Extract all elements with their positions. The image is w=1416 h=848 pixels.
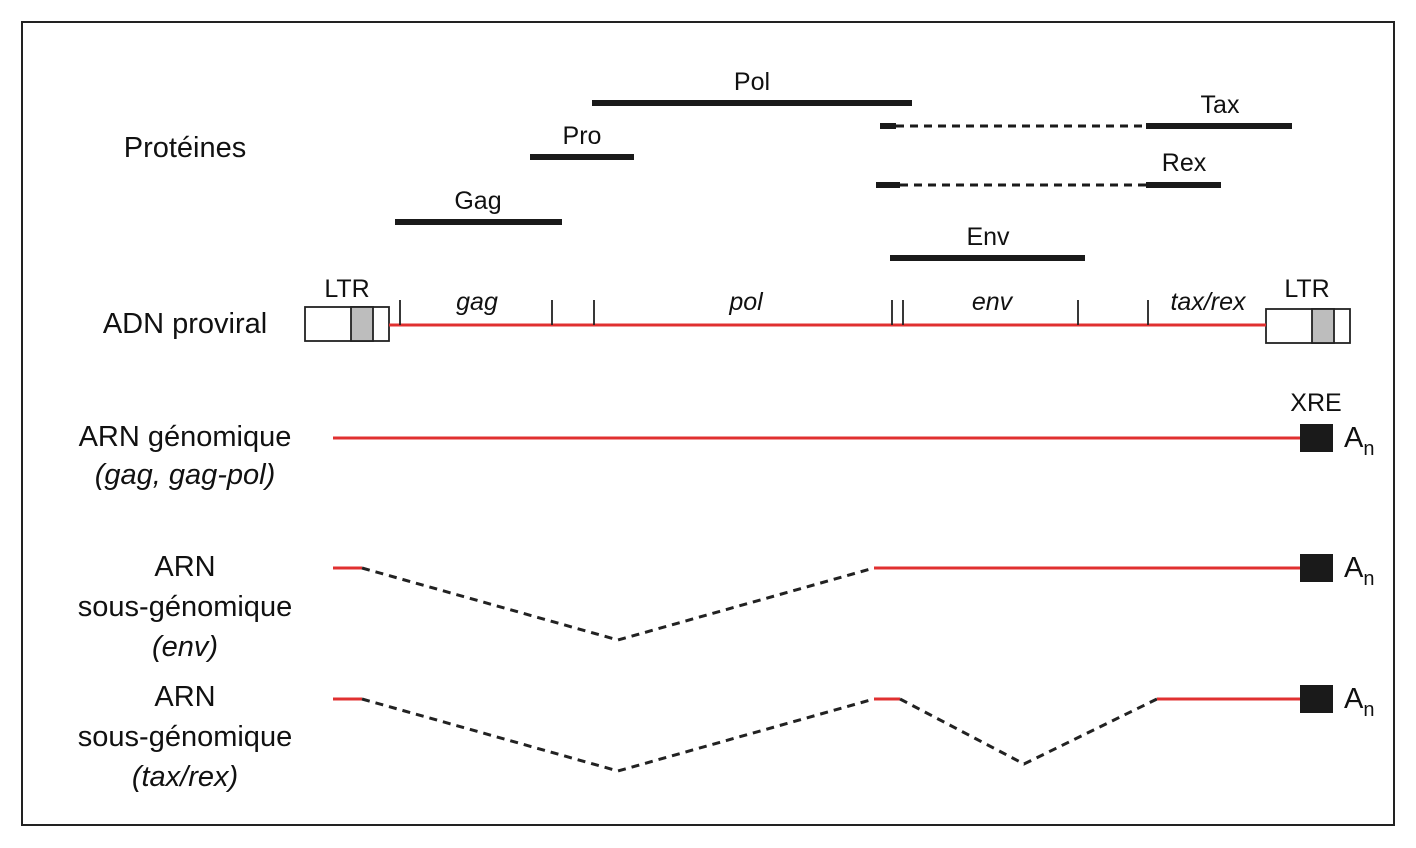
- env-protein-label: Env: [966, 223, 1010, 251]
- proteins-section-label: Protéines: [124, 132, 247, 164]
- env-rna-polya-base: A: [1344, 552, 1364, 584]
- taxrex-rna-label-line3: (tax/rex): [132, 761, 238, 793]
- env-rna-polya-label: An: [1344, 552, 1374, 590]
- gene-env-label: env: [972, 288, 1014, 316]
- taxrex-rna-xre-box: [1300, 685, 1333, 713]
- gene-taxrex-label: tax/rex: [1170, 288, 1247, 316]
- env-rna-label-line1: ARN: [154, 551, 215, 583]
- taxrex-rna-intron1-splice: [361, 697, 875, 773]
- gene-boundary-ticks: [399, 300, 1149, 325]
- gene-gag-label: gag: [456, 288, 498, 316]
- taxrex-rna-label-line2: sous-génomique: [78, 721, 292, 753]
- gene-pol-label: pol: [728, 288, 764, 316]
- genomic-polya-base: A: [1344, 422, 1364, 454]
- taxrex-rna-polya-base: A: [1344, 683, 1364, 715]
- env-rna-label-line3: (env): [152, 631, 218, 663]
- pro-protein-label: Pro: [563, 122, 602, 150]
- genomic-polya-sub: n: [1363, 438, 1374, 460]
- env-rna-polya-sub: n: [1363, 568, 1374, 590]
- provirus-label: ADN proviral: [103, 308, 267, 340]
- ltr-left-label: LTR: [324, 275, 369, 303]
- genomic-polya-label: An: [1344, 422, 1374, 460]
- xre-label: XRE: [1290, 389, 1341, 417]
- taxrex-rna-intron2-splice: [899, 697, 1158, 766]
- env-rna-xre-box: [1300, 554, 1333, 582]
- gag-protein-label: Gag: [454, 187, 501, 215]
- env-rna-intron-splice: [361, 566, 875, 642]
- diagram-frame: [21, 21, 1395, 826]
- genomic-rna-label-line1: ARN génomique: [79, 421, 292, 453]
- taxrex-rna-polya-label: An: [1344, 683, 1374, 721]
- ltr-right-label: LTR: [1284, 275, 1329, 303]
- genomic-xre-box: [1300, 424, 1333, 452]
- taxrex-rna-label-line1: ARN: [154, 681, 215, 713]
- rex-protein-label: Rex: [1162, 149, 1207, 177]
- ltr-right-box: [1265, 308, 1351, 344]
- genomic-rna-label-line2: (gag, gag-pol): [95, 459, 276, 491]
- env-rna-label-line2: sous-génomique: [78, 591, 292, 623]
- ltr-left-box: [304, 306, 390, 342]
- pol-protein-label: Pol: [734, 68, 770, 96]
- taxrex-rna-polya-sub: n: [1363, 699, 1374, 721]
- tax-protein-label: Tax: [1201, 91, 1240, 119]
